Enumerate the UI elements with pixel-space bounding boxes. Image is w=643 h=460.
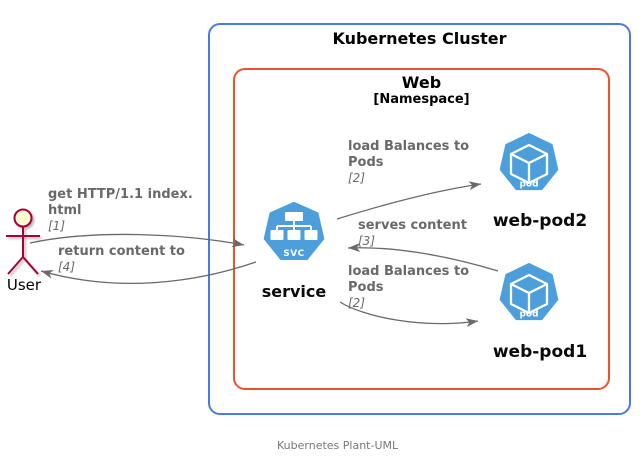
user-actor-label: User [6,276,42,294]
edge-label-line: Pods [348,155,384,170]
edge-ref: [2] [348,171,365,185]
namespace-title: Web [401,73,442,92]
edge-ref: [2] [348,296,365,310]
edge-label-line: load Balances to [348,139,470,154]
diagram-footer-caption: Kubernetes Plant-UML [277,439,399,452]
service-orgchart-glyph [270,212,318,240]
edge-ref: [3] [358,234,375,248]
edge-ref: [4] [58,260,75,274]
edge-ref: [1] [48,219,65,233]
k8s-pod-icon-webpod1: pod [499,263,559,321]
webpod1-node-label: web-pod1 [492,342,588,362]
edge-label-line: get HTTP/1.1 index. [48,187,193,202]
request-edge-label: get HTTP/1.1 index. html [1] [48,187,193,234]
edge-label-line: html [48,203,82,218]
edge-label-line: serves content [358,218,467,233]
service-icon-caption: SVC [283,249,305,259]
pod-cube-glyph [509,273,549,315]
user-actor-icon [6,208,40,275]
edge-label-line: Pods [348,280,384,295]
edge-label-line: return content to [58,244,185,259]
kubernetes-cluster-box: Kubernetes Cluster [208,23,631,415]
serves-content-edge-label: serves content [3] [358,218,467,249]
webpod2-node-label: web-pod2 [492,211,588,231]
pod-icon-caption: pod [519,180,538,190]
namespace-subtitle: [Namespace] [373,92,470,107]
pod-icon-caption: pod [519,310,538,320]
return-edge-label: return content to [4] [58,244,185,275]
edge-label-line: load Balances to [348,264,470,279]
web-namespace-box: Web [Namespace] [233,68,610,390]
pod-cube-glyph [509,143,549,185]
k8s-service-icon: SVC [263,202,325,260]
load-balance-pod2-edge-label: load Balances to Pods [2] [348,139,469,186]
k8s-pod-icon-webpod2: pod [499,133,559,191]
cluster-title: Kubernetes Cluster [332,29,507,48]
service-node-label: service [261,282,327,301]
load-balance-pod1-edge-label: load Balances to Pods [2] [348,264,469,311]
